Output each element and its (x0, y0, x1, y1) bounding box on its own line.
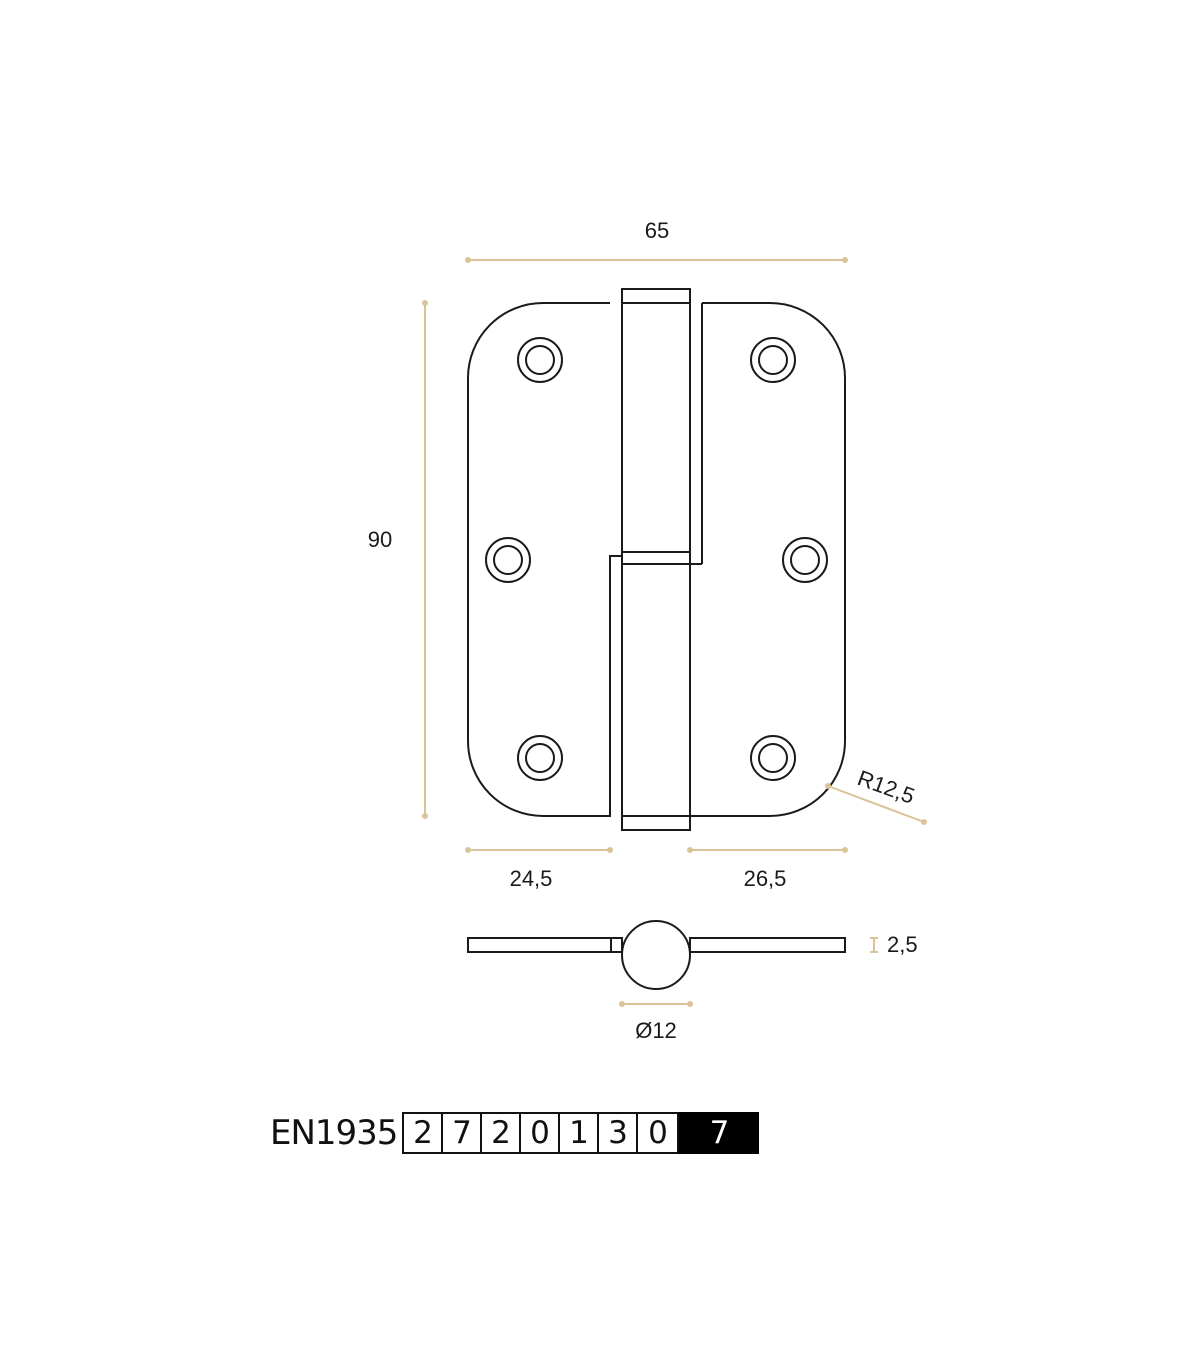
side-view (467, 920, 846, 990)
thickness-dimension: 2,5 (870, 932, 918, 957)
width-dimension: 65 (465, 218, 848, 263)
left-leaf-label: 24,5 (510, 866, 553, 891)
radius-label: R12,5 (854, 765, 918, 809)
classification-digit: 7 (443, 1114, 483, 1152)
radius-dimension: R12,5 (825, 765, 927, 825)
screw-hole-bottom-right (750, 735, 796, 781)
standard-label: EN1935 (270, 1113, 398, 1153)
classification-digit: 2 (404, 1114, 444, 1152)
classification-digits: 2 7 2 0 1 3 0 (402, 1112, 680, 1154)
knuckle-section (621, 920, 691, 990)
diameter-label: Ø12 (635, 1018, 677, 1043)
thickness-label: 2,5 (887, 932, 918, 957)
right-leaf-label: 26,5 (744, 866, 787, 891)
width-label: 65 (645, 218, 669, 243)
height-dimension: 90 (368, 300, 428, 819)
right-leaf-dimension: 26,5 (687, 847, 848, 891)
screw-hole-top-right (750, 337, 796, 383)
screw-hole-bottom-left (517, 735, 563, 781)
classification-digit: 1 (560, 1114, 600, 1152)
classification-digit: 0 (648, 1115, 668, 1151)
upper-knuckle (621, 288, 691, 565)
height-label: 90 (368, 527, 392, 552)
screw-hole-top-left (517, 337, 563, 383)
classification-digit: 3 (599, 1114, 639, 1152)
classification-class-box: 7 (679, 1112, 760, 1154)
left-leaf-dimension: 24,5 (465, 847, 613, 891)
lower-knuckle (621, 563, 691, 831)
diameter-dimension: Ø12 (619, 1001, 693, 1043)
screw-hole-middle-left (485, 537, 531, 583)
left-leaf (467, 302, 622, 817)
right-leaf (690, 302, 846, 817)
screw-hole-middle-right (782, 537, 828, 583)
certification-code: EN1935 2 7 2 0 1 3 0 7 (270, 1112, 760, 1154)
classification-digit: 0 (521, 1114, 561, 1152)
classification-digit: 2 (482, 1114, 522, 1152)
